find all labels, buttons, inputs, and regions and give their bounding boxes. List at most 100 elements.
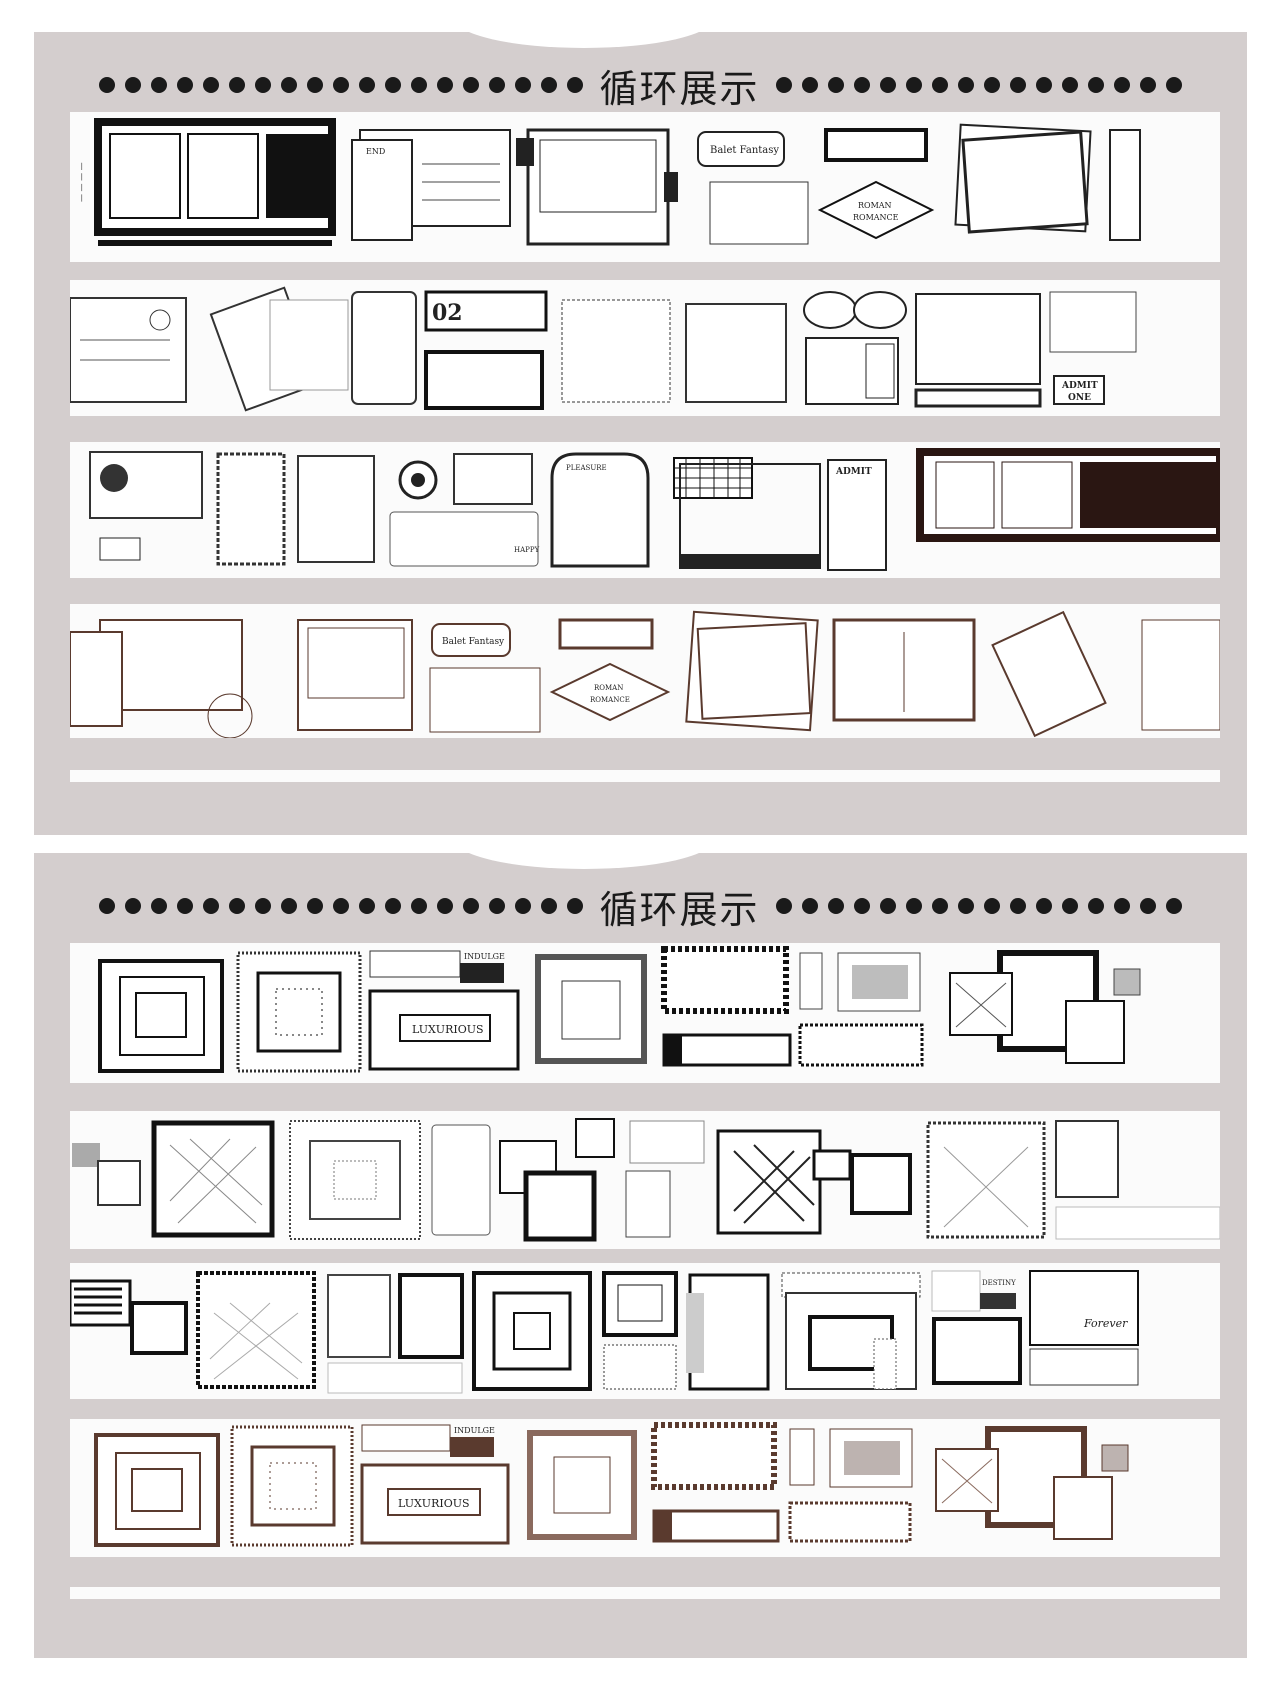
decorative-dot bbox=[281, 77, 298, 93]
fantasy-tag-sticker: Balet Fantasy bbox=[697, 131, 809, 245]
gray-photo-frame bbox=[798, 952, 924, 1067]
decorative-dot bbox=[333, 77, 350, 93]
romance-label: ROMANCE bbox=[853, 213, 899, 222]
forever-label: Forever bbox=[1083, 1317, 1128, 1330]
stacked-frames-sticker bbox=[954, 123, 1141, 241]
decorative-dot bbox=[307, 898, 324, 914]
decorative-dot bbox=[177, 898, 194, 914]
decorative-dots-left bbox=[99, 898, 584, 914]
roman-label: ROMAN bbox=[594, 684, 623, 692]
svg-text:— — — —: — — — — bbox=[77, 162, 86, 202]
panel-notch bbox=[454, 32, 714, 48]
decorative-dot bbox=[385, 77, 402, 93]
decorative-dot bbox=[229, 898, 246, 914]
luxurious-label-frame: INDULGE LUXURIOUS bbox=[360, 1424, 510, 1545]
washi-tape-strip bbox=[70, 1111, 1220, 1249]
decorative-dot bbox=[463, 898, 480, 914]
number-tag-sticker: 02 bbox=[351, 290, 548, 410]
decorative-dot bbox=[1113, 77, 1130, 93]
decorative-dot bbox=[1113, 898, 1130, 914]
decorative-dot bbox=[203, 77, 220, 93]
postcard-sticker bbox=[89, 451, 203, 561]
decorative-dot bbox=[281, 898, 298, 914]
washi-tape-strip: Balet Fantasy ROMAN ROMANCE bbox=[70, 604, 1220, 738]
decorative-dot bbox=[359, 77, 376, 93]
plaid-piano-sticker: ADMIT bbox=[673, 457, 887, 571]
checkered-border-frame bbox=[651, 1422, 780, 1543]
panel-title: 循环展示 bbox=[599, 887, 760, 932]
dotted-band-frame bbox=[781, 1272, 921, 1390]
decorative-dot bbox=[1035, 77, 1052, 93]
admit-vertical-label: ADMIT bbox=[835, 467, 872, 477]
decorative-dot bbox=[905, 898, 922, 914]
decorative-dot bbox=[541, 898, 558, 914]
product-panel-top: 循环展示 — — — — END bbox=[34, 32, 1247, 835]
decorative-dot bbox=[411, 77, 428, 93]
decorative-dot bbox=[1165, 77, 1182, 93]
decorative-dot bbox=[151, 77, 168, 93]
film-frame-sticker: — — — — bbox=[77, 118, 336, 246]
ticket-card-sticker: END bbox=[351, 129, 511, 241]
washi-tape-strip-edge bbox=[70, 1587, 1220, 1599]
envelope-sticker bbox=[209, 286, 349, 412]
roman-diamond-sticker: ROMAN ROMANCE bbox=[817, 128, 935, 240]
photo-frame-sticker bbox=[516, 128, 678, 246]
decorative-dot bbox=[905, 77, 922, 93]
lattice-square-frame bbox=[196, 1271, 316, 1389]
decorative-dot bbox=[1035, 898, 1052, 914]
fantasy-label: Balet Fantasy bbox=[710, 145, 779, 156]
postcard-frame-sticker: ADMIT ONE bbox=[914, 291, 1137, 408]
decorative-dot bbox=[931, 898, 948, 914]
decorative-dot bbox=[125, 898, 142, 914]
plaid-lattice-frame bbox=[716, 1129, 912, 1235]
decorative-dot bbox=[1061, 898, 1078, 914]
decorative-dot bbox=[1139, 77, 1156, 93]
washi-tape-strip: INDULGE LUXURIOUS bbox=[70, 943, 1220, 1083]
decorative-dot bbox=[983, 77, 1000, 93]
decorative-dot bbox=[333, 898, 350, 914]
product-panel-bottom: 循环展示 INDULGE LUXURIOUS bbox=[34, 853, 1247, 1658]
decorative-dot bbox=[437, 898, 454, 914]
double-portrait-frame bbox=[327, 1273, 464, 1394]
decorative-dot bbox=[385, 898, 402, 914]
dotted-lattice-frame bbox=[926, 1120, 1220, 1240]
checkered-border-frame bbox=[661, 946, 792, 1067]
decorative-dot bbox=[931, 77, 948, 93]
decorative-dot bbox=[1087, 898, 1104, 914]
decorative-dot bbox=[255, 77, 272, 93]
decorative-dot bbox=[853, 898, 870, 914]
washi-tape-strip: — — — — END Balet Fantasy bbox=[70, 112, 1220, 262]
nested-square-frame bbox=[98, 959, 224, 1073]
washi-tape-strip: 02 ADMIT ONE bbox=[70, 280, 1220, 416]
decorative-dot bbox=[1087, 77, 1104, 93]
stacked-frames-sticker bbox=[685, 610, 819, 732]
decorative-dots-right bbox=[775, 898, 1182, 914]
decorative-dot bbox=[437, 77, 454, 93]
panel-title: 循环展示 bbox=[599, 66, 760, 111]
decorative-dot bbox=[879, 77, 896, 93]
indulge-label: INDULGE bbox=[454, 1426, 495, 1435]
grunge-square-frame bbox=[535, 954, 647, 1064]
decorative-dot bbox=[827, 898, 844, 914]
decorative-dots-left bbox=[99, 77, 584, 93]
postcard-frame-sticker bbox=[832, 610, 1220, 738]
decorative-dot bbox=[203, 898, 220, 914]
roman-diamond-sticker: ROMAN ROMANCE bbox=[549, 618, 671, 722]
roman-label: ROMAN bbox=[858, 201, 892, 210]
diamond-lattice-frame bbox=[151, 1120, 275, 1238]
panel-notch bbox=[454, 853, 714, 869]
one-label: ONE bbox=[1068, 393, 1091, 403]
decorative-dot bbox=[801, 898, 818, 914]
indulge-label: INDULGE bbox=[464, 952, 505, 961]
nested-square-frame bbox=[94, 1433, 220, 1547]
decorative-dot bbox=[515, 77, 532, 93]
dotted-square-frame bbox=[236, 951, 362, 1073]
decorative-dot bbox=[827, 77, 844, 93]
decorative-dot bbox=[879, 898, 896, 914]
pleasure-label: PLEASURE bbox=[566, 464, 607, 472]
decorative-dot bbox=[411, 898, 428, 914]
decorative-dot bbox=[983, 898, 1000, 914]
end-label: END bbox=[366, 147, 385, 156]
photo-frame-sticker bbox=[297, 619, 413, 731]
romance-label: ROMANCE bbox=[590, 696, 630, 704]
